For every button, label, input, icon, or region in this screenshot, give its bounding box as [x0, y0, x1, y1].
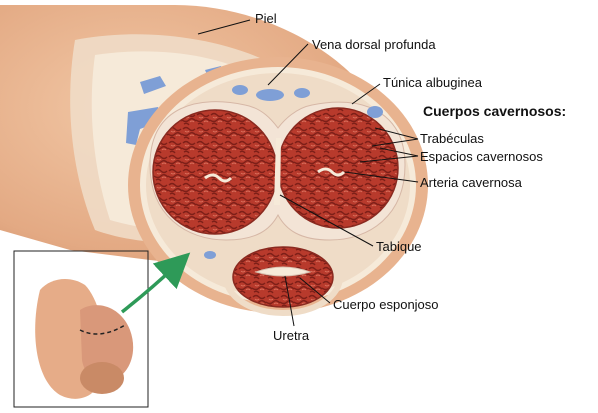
green-arrow [122, 262, 180, 312]
label-espacios-cavernosos: Espacios cavernosos [420, 149, 543, 164]
deep-dorsal-vein [256, 89, 284, 101]
label-tabique: Tabique [376, 239, 422, 254]
label-vena-dorsal-profunda: Vena dorsal profunda [312, 37, 436, 52]
label-uretra: Uretra [273, 328, 309, 343]
label-cuerpo-esponjoso: Cuerpo esponjoso [333, 297, 439, 312]
label-cuerpos-cavernosos: Cuerpos cavernosos: [423, 104, 566, 119]
label-tunica-albuginea: Túnica albuginea [383, 75, 482, 90]
label-piel: Piel [255, 11, 277, 26]
cross-section [128, 57, 428, 313]
corpus-spongiosum [233, 247, 333, 307]
inset-illustration [35, 279, 133, 399]
label-arteria-cavernosa: Arteria cavernosa [420, 175, 522, 190]
label-trabeculas: Trabéculas [420, 131, 484, 146]
left-corpus-cavernosum [153, 110, 277, 234]
right-corpus-cavernosum [278, 108, 398, 228]
